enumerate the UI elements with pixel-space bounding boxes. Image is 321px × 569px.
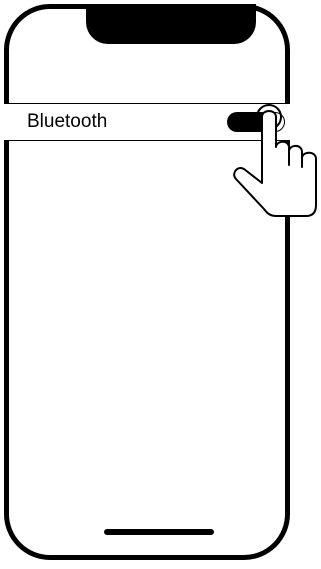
bluetooth-setting-row[interactable]: Bluetooth (4, 103, 290, 141)
bluetooth-label: Bluetooth (27, 111, 108, 132)
tap-hand-icon (233, 104, 317, 217)
phone-notch (86, 4, 256, 44)
home-indicator[interactable] (104, 529, 214, 535)
phone-frame: Bluetooth (4, 4, 290, 560)
